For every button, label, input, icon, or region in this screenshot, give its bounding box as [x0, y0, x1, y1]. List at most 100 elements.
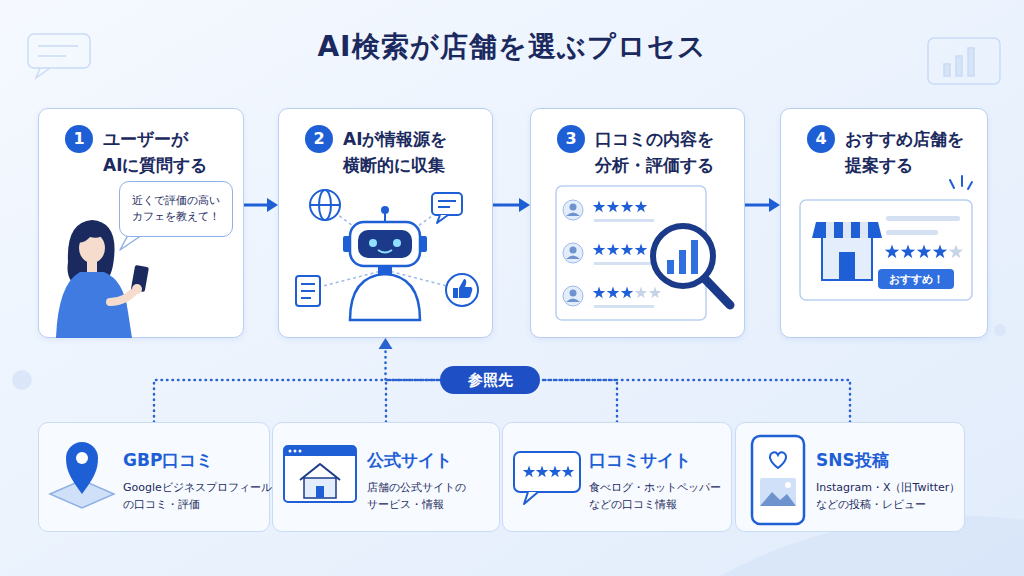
step-heading: おすすめ店舗を 提案する	[845, 126, 985, 178]
map-pin-icon-part	[50, 480, 114, 508]
bubble-text: 近くで評価の高い カフェを教えて！	[126, 193, 226, 225]
review-card-part	[556, 186, 706, 320]
review-stars-part	[593, 201, 605, 213]
step-heading: 口コミの内容を 分析・評価する	[595, 126, 735, 178]
decor-chart-part	[968, 48, 974, 76]
review-stars-part	[593, 244, 605, 256]
magnifier-icon-part	[679, 250, 686, 274]
decor-dots-part	[994, 324, 1006, 336]
spark-lines-part	[968, 182, 972, 189]
thumbs-up-icon-part	[453, 288, 458, 298]
source-description: Googleビジネスプロフィール の口コミ・評価	[123, 479, 273, 513]
source-card: 口コミサイト食べログ・ホットペッパー などの口コミ情報	[502, 422, 732, 532]
chat-icon-part	[432, 193, 462, 215]
decor-chat-part	[28, 34, 90, 68]
review-stars-part	[621, 287, 633, 299]
arrow-line	[493, 204, 522, 207]
phone-icon-part	[785, 482, 791, 488]
review-stars	[593, 201, 661, 299]
store-card-part	[886, 216, 960, 221]
thumbs-up-icon-part	[446, 274, 478, 306]
process-step: AIが情報源を 横断的に収集2	[278, 108, 493, 338]
woman-illustration	[56, 220, 149, 338]
review-card-part	[563, 200, 583, 220]
store-card-part	[812, 222, 882, 238]
store-card-part	[800, 200, 972, 300]
speech-bubble: 近くで評価の高い カフェを教えて！	[119, 181, 233, 237]
review-stars-part	[593, 287, 605, 299]
button-text: おすすめ！	[889, 272, 944, 287]
review-stars-part	[635, 201, 647, 213]
flow-arrow	[244, 198, 278, 212]
woman-illustration-part	[131, 265, 149, 292]
reference-connector	[540, 380, 850, 422]
document-icon	[296, 276, 320, 306]
spark-lines-part	[950, 180, 954, 188]
woman-illustration-part	[56, 272, 132, 338]
document-icon-part	[301, 283, 315, 285]
robot-illustration-part	[378, 250, 392, 253]
review-stars-part	[607, 244, 619, 256]
process-step: ユーザーが AIに質問する1近くで評価の高い カフェを教えて！	[38, 108, 244, 338]
review-card-part	[594, 305, 654, 308]
review-bubble-icon-part	[523, 466, 535, 478]
robot-illustration	[343, 206, 427, 320]
phone-icon-part	[760, 478, 796, 506]
browser-icon-part	[294, 450, 297, 453]
document-icon-part	[301, 297, 311, 299]
store-stars-part	[917, 245, 931, 259]
dotted-line	[540, 380, 617, 422]
review-bubble-icon-part	[514, 452, 580, 492]
arrow-line	[745, 204, 772, 207]
robot-illustration-part	[369, 239, 377, 247]
chat-icon	[432, 193, 462, 223]
step-number: 2	[305, 125, 333, 153]
magnifier-icon-part	[667, 260, 674, 274]
browser-icon-part	[299, 450, 302, 453]
arrow-head	[519, 198, 530, 212]
source-description: Instagram・X（旧Twitter） などの投稿・レビュー	[816, 479, 966, 513]
phone-icon-part	[770, 452, 786, 468]
review-stars-part	[621, 201, 633, 213]
reference-pill: 参照先	[440, 366, 540, 394]
chat-icon-part	[438, 200, 456, 202]
phone-icon-part	[752, 436, 804, 524]
review-card-part	[566, 256, 580, 260]
decor-chart	[928, 38, 1000, 84]
review-bubble-icon-part	[549, 466, 561, 478]
globe-icon-part	[310, 190, 340, 220]
flow-arrow	[745, 198, 780, 212]
store-stars	[885, 245, 963, 259]
browser-icon-part	[300, 464, 340, 480]
robot-illustration-part	[378, 264, 392, 276]
woman-illustration-part	[132, 284, 142, 294]
process-step: 口コミの内容を 分析・評価する 3	[530, 108, 745, 338]
step-number-text: 3	[565, 131, 576, 147]
decor-chat-part	[38, 45, 78, 47]
process-step: おすすめ店舗を 提案する 4 おすすめ！	[780, 108, 988, 338]
document-icon-part	[301, 290, 315, 292]
step-number: 4	[807, 125, 835, 153]
reference-connector	[386, 380, 440, 422]
woman-illustration-part	[79, 233, 105, 263]
robot-illustration-part	[350, 274, 420, 320]
phone-icon	[752, 436, 804, 524]
browser-icon-part	[304, 478, 336, 498]
store-stars-part	[901, 245, 915, 259]
review-card-part	[570, 290, 577, 297]
robot-illustration-part	[350, 222, 420, 266]
store-card-part	[843, 222, 851, 238]
review-bubble-icon	[514, 452, 580, 504]
store-card-part	[822, 236, 872, 280]
robot-illustration-part	[419, 236, 427, 252]
store-card	[800, 200, 972, 300]
decor-chat	[28, 34, 90, 78]
arrow-head	[379, 338, 393, 349]
document-icon-part	[296, 276, 320, 306]
review-card-part	[594, 262, 654, 265]
globe-icon	[310, 190, 340, 220]
source-title: 公式サイト	[367, 449, 452, 472]
browser-icon	[284, 446, 356, 502]
